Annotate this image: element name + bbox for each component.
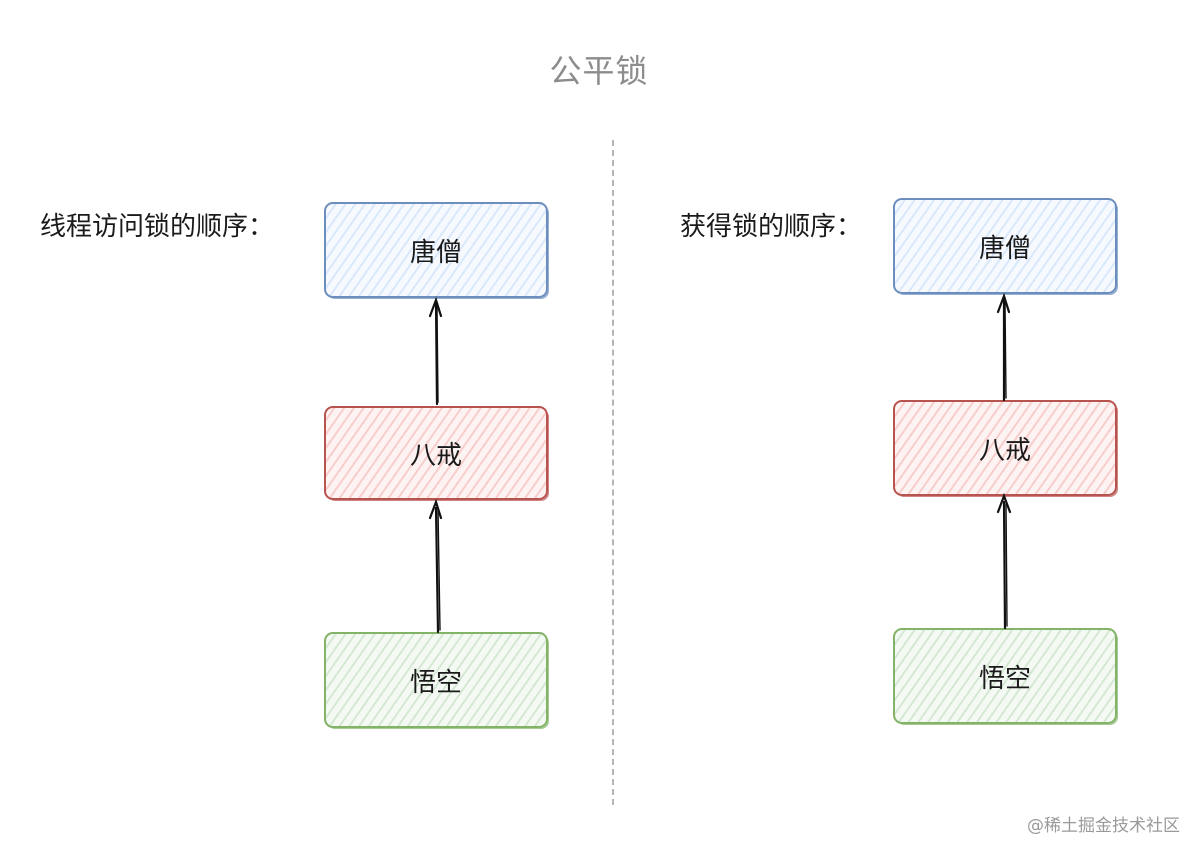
section-divider: [612, 140, 614, 805]
right-label: 获得锁的顺序：: [680, 212, 863, 242]
left-box-bajie-text: 八戒: [409, 440, 462, 471]
watermark: @稀土掘金技术社区: [1027, 816, 1180, 836]
left-box-wukong: 悟空: [324, 632, 548, 728]
right-box-tangseng-text: 唐僧: [978, 233, 1031, 264]
right-arrow-wukong-to-bajie: [996, 492, 1012, 630]
left-label: 线程访问锁的顺序：: [40, 212, 275, 242]
right-box-bajie: 八戒: [893, 400, 1117, 496]
right-box-wukong-text: 悟空: [978, 663, 1031, 694]
right-arrow-bajie-to-tangseng: [996, 292, 1011, 402]
left-arrow-bajie-to-tangseng: [428, 296, 443, 406]
right-box-bajie-text: 八戒: [978, 435, 1031, 466]
left-box-tangseng-text: 唐僧: [409, 237, 462, 268]
right-box-wukong: 悟空: [893, 628, 1117, 724]
left-arrow-wukong-to-bajie: [428, 498, 443, 634]
left-box-wukong-text: 悟空: [409, 667, 462, 698]
diagram-title: 公平锁: [549, 52, 649, 90]
right-box-tangseng: 唐僧: [893, 198, 1117, 294]
